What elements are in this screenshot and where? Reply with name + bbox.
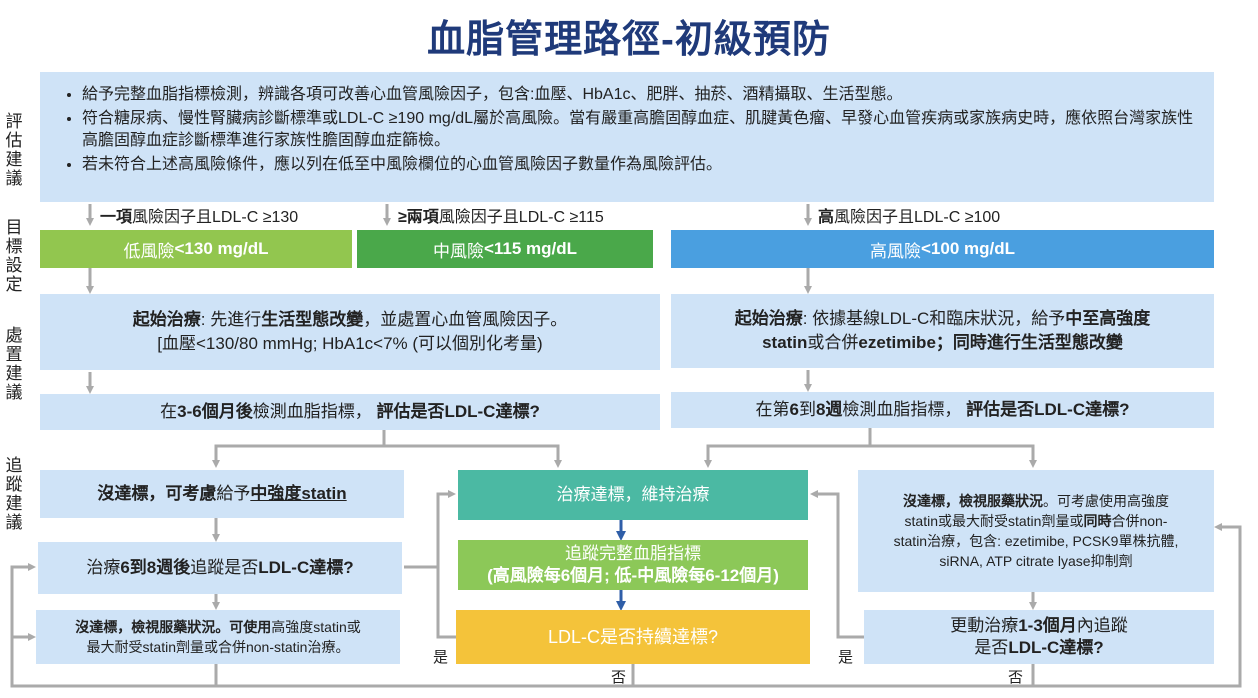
follow-up-6-8-weeks: 治療6到8週後追蹤是否LDL-C達標? [38,542,402,594]
risk-label-low: 一項風險因子且LDL-C ≥130 [100,209,299,226]
yes-label-right: 是 [838,649,854,666]
page-title: 血脂管理路徑-初級預防 [427,19,831,61]
side-label-target: 目標設定 [5,218,23,294]
not-met-high-intensity: 沒達標，檢視服藥狀況。可使用高強度statin或 最大耐受statin劑量或合併… [36,610,400,664]
initial-treatment-low-mid: 起始治療: 先進行生活型態改變，並處置心血管風險因子。 [血壓<130/80 m… [40,294,660,370]
risk-label-mid: ≥兩項風險因子且LDL-C ≥115 [398,209,604,226]
assessment-bullet: 若未符合上述高風險條件，應以列在低至中風險欄位的心血管風險因子數量作為風險評估。 [82,154,1200,176]
no-label-right: 否 [1008,669,1024,686]
low-risk-target: 低風險 <130 mg/dL [40,230,352,268]
not-met-check-adherence: 沒達標，檢視服藥狀況。可考慮使用高強度 statin或最大耐受statin劑量或… [858,470,1214,592]
side-label-assess: 評估建議 [5,112,23,188]
risk-label-high: 高風險因子且LDL-C ≥100 [818,209,1001,226]
target-met-maintain: 治療達標，維持治療 [458,470,808,520]
track-full-lipid-panel: 追蹤完整血脂指標 (高風險每6個月; 低-中風險每6-12個月) [458,540,808,590]
lipid-check-left: 在3-6個月後檢測血脂指標， 評估是否LDL-C達標? [40,394,660,430]
sustained-target-question: LDL-C是否持續達標? [456,610,810,664]
change-treatment-follow-up: 更動治療1-3個月內追蹤 是否LDL-C達標? [864,610,1214,664]
assessment-bullet: 符合糖尿病、慢性腎臟病診斷標準或LDL-C ≥190 mg/dL屬於高風險。當有… [82,108,1200,152]
mid-risk-target: 中風險 <115 mg/dL [357,230,653,268]
assessment-bullet: 給予完整血脂指標檢測，辨識各項可改善心血管風險因子，包含:血壓、HbA1c、肥胖… [82,84,1200,106]
high-risk-target: 高風險 <100 mg/dL [671,230,1214,268]
lipid-check-right: 在第6到8週檢測血脂指標， 評估是否LDL-C達標? [671,392,1214,428]
side-label-treat: 處置建議 [5,326,23,402]
initial-treatment-high: 起始治療: 依據基線LDL-C和臨床狀況，給予中至高強度 statin或合併ez… [671,294,1214,368]
not-met-moderate-statin: 沒達標，可考慮給予中強度statin [40,470,404,518]
assessment-box: 給予完整血脂指標檢測，辨識各項可改善心血管風險因子，包含:血壓、HbA1c、肥胖… [40,72,1214,202]
side-label-follow: 追蹤建議 [5,456,23,532]
no-label-center: 否 [611,669,627,686]
yes-label-left: 是 [433,649,449,666]
